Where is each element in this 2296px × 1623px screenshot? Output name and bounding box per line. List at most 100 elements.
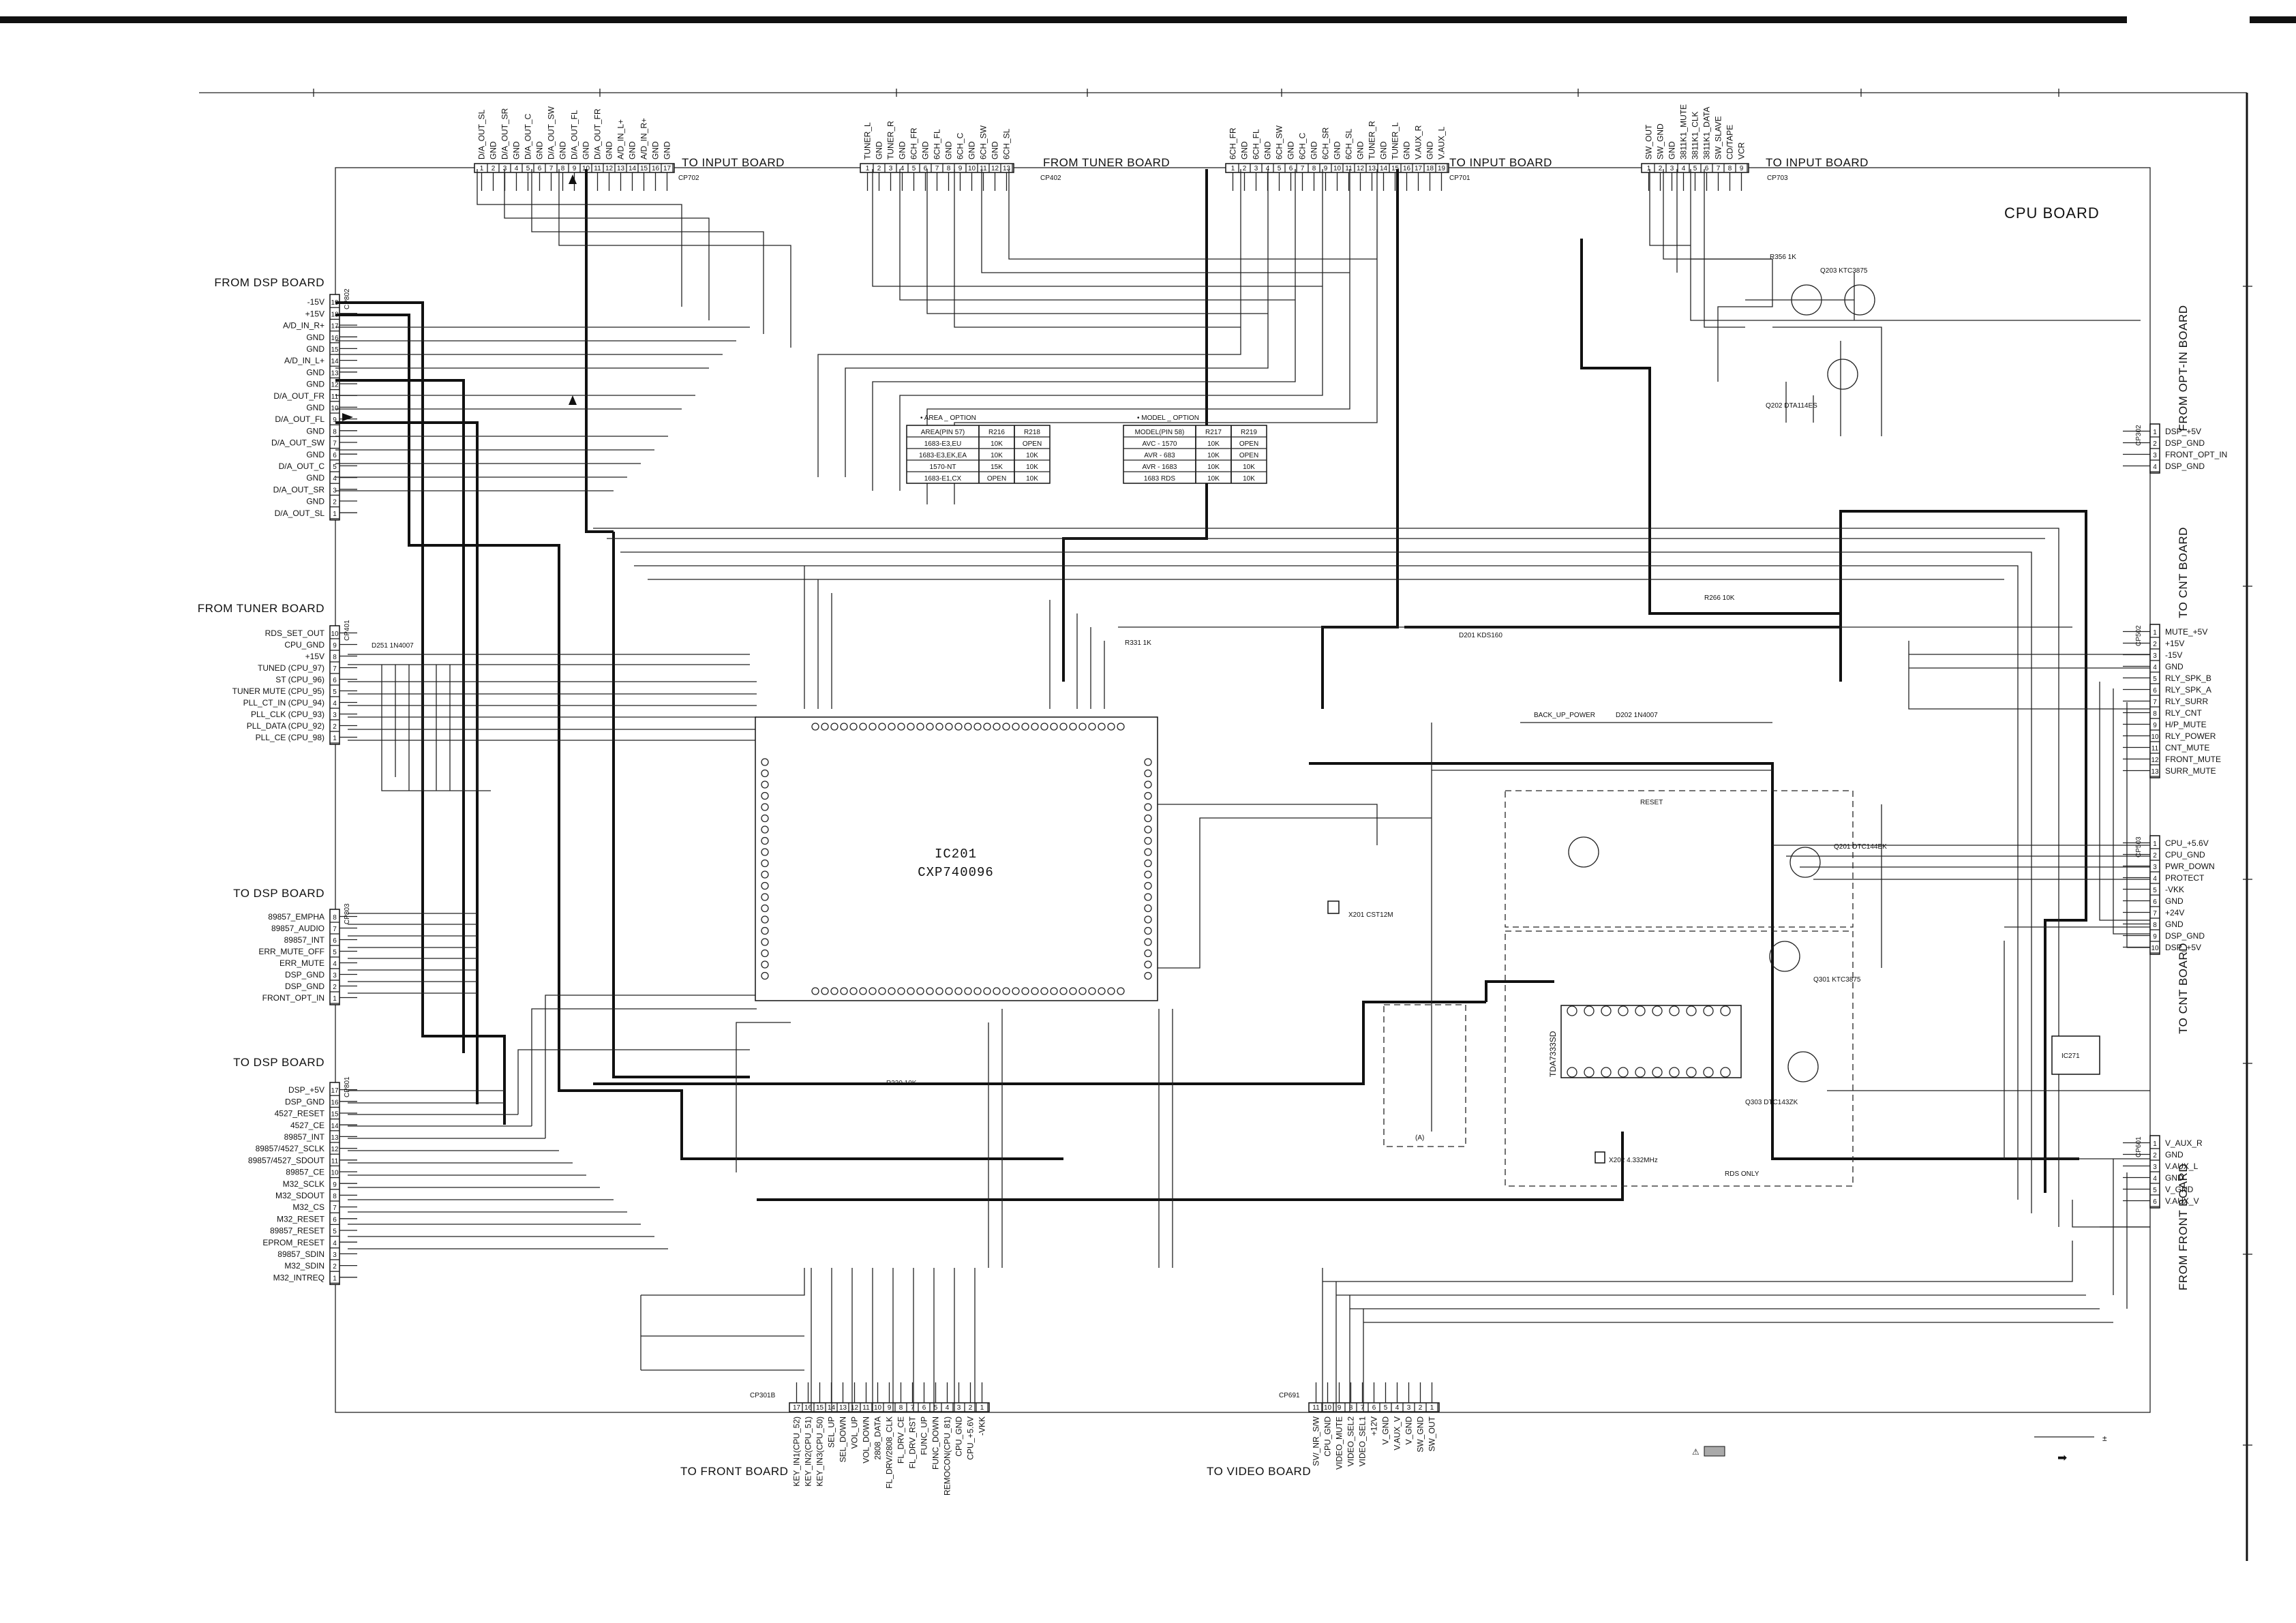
ic201-pin: [945, 987, 953, 995]
cp801-pin-label: 4527_CE: [290, 1121, 324, 1130]
ic271-label: IC271: [2061, 1052, 2080, 1060]
ic201-pin: [1144, 893, 1152, 901]
label-q201: Q201 DTC144EK: [1834, 843, 1887, 851]
cp503-pin-label: PROTECT: [2165, 873, 2205, 883]
label-d251: D251 1N4007: [372, 642, 414, 650]
cp702-pin-label: GND: [605, 141, 614, 160]
cp503-pin-num: 1: [2153, 840, 2157, 848]
cp801-pin-num: 9: [333, 1181, 337, 1189]
cp802-pin-label: D/A_OUT_SR: [273, 485, 325, 494]
cp802-pin-num: 5: [333, 464, 337, 471]
cp401-pin-num: 7: [333, 665, 337, 673]
cp801-pin-label: 89857/4527_SCLK: [256, 1144, 324, 1153]
cp801-pin-num: 5: [333, 1228, 337, 1236]
cp702-pin-num: 6: [538, 165, 542, 172]
ic201-pin: [1117, 723, 1125, 731]
cp301b-pin-num: 16: [804, 1404, 813, 1412]
signal-arrows: [342, 175, 577, 421]
cp701-connector: 16CH_FR2GND36CH_FL4GND56CH_SW6GND76CH_C8…: [1225, 121, 1552, 191]
cp701-pin-num: 19: [1438, 165, 1446, 172]
cp701-pin-num: 3: [1254, 165, 1258, 172]
area_option-cell: 15K: [991, 464, 1003, 471]
cp801-pin-num: 13: [331, 1134, 339, 1142]
ic201-pin: [821, 723, 829, 731]
cp802-pin-label: GND: [306, 403, 324, 412]
cp702-pin-num: 15: [640, 165, 648, 172]
cp802-pin-label: D/A_OUT_C: [279, 461, 325, 471]
cp802-pin-label: GND: [306, 426, 324, 436]
cp702-ref: CP702: [678, 175, 699, 182]
rds-only-block: [1505, 930, 1854, 1187]
area_option-cell: OPEN: [987, 475, 1006, 483]
cp301b-pin-label: VOL_UP: [850, 1416, 860, 1448]
cp503-pin-label: -VKK: [2165, 885, 2184, 894]
cp301b-pin-num: 6: [922, 1404, 926, 1412]
cp702-pin-label: D/A_OUT_C: [524, 113, 533, 160]
cp502-pin-label: RLY_CNT: [2165, 708, 2202, 718]
cp703-pin-label: GND: [1667, 141, 1677, 160]
cp402-pin-label: 6CH_FR: [909, 127, 919, 160]
cp691-pin-label: VIDEO_SEL1: [1358, 1416, 1368, 1467]
cp702-pin-num: 7: [549, 165, 554, 172]
cp801-pin-label: M32_CS: [292, 1202, 324, 1212]
cp801-pin-num: 14: [331, 1123, 339, 1130]
cp801-pin-label: M32_SDOUT: [275, 1191, 325, 1200]
cp601-pin-num: 2: [2153, 1152, 2157, 1159]
cp402-pin-num: 1: [866, 165, 870, 172]
cp301b-title: TO FRONT BOARD: [680, 1465, 788, 1478]
cp802-pin-num: 2: [333, 499, 337, 506]
ic201-pin: [761, 926, 769, 935]
cp701-pin-label: 6CH_SW: [1275, 125, 1284, 160]
cp503-pin-label: CPU_+5.6V: [2165, 838, 2209, 848]
cp301b-pin-num: 17: [793, 1404, 801, 1412]
cp701-pin-label: 6CH_FL: [1252, 129, 1261, 160]
ic201-part: CXP740096: [918, 865, 994, 880]
cp503-pin-num: 7: [2153, 910, 2157, 917]
cp401-pin-num: 5: [333, 688, 337, 696]
cp802-pin-num: 13: [331, 369, 339, 377]
cp402-pin-label: TUNER_L: [863, 122, 873, 160]
ic201-body: [755, 716, 1158, 1001]
ic201-pin: [761, 971, 769, 980]
cp702-pin-label: GND: [628, 141, 637, 160]
cp803-pin-num: 3: [333, 972, 337, 980]
legend-arrow: ➡: [2057, 1451, 2068, 1464]
ic201-pin: [1117, 987, 1125, 995]
ic201-ref: IC201: [935, 847, 977, 862]
cp803-pin-num: 4: [333, 960, 337, 968]
cp703-pin-label: CD/TAPE: [1725, 125, 1735, 160]
cp301b-pin-label: REMOCON(CPU_81): [943, 1416, 952, 1496]
cp502-pin-label: RLY_SPK_A: [2165, 685, 2211, 695]
cp691-title: TO VIDEO BOARD: [1207, 1465, 1311, 1478]
ic201-pin: [1078, 723, 1087, 731]
ic201-pin: [1144, 825, 1152, 834]
cp402-pin-num: 10: [968, 165, 976, 172]
cp402-connector: 1TUNER_L2GND3TUNER_R4GND56CH_FR6GND76CH_…: [860, 121, 1170, 191]
cp503-pin-label: +24V: [2165, 908, 2184, 917]
model_option-cell: 10K: [1207, 464, 1220, 471]
ic201-pin: [859, 987, 867, 995]
rds-only-title: RDS ONLY: [1725, 1170, 1759, 1178]
label-r330: R330 10K: [886, 1080, 917, 1087]
cp401-pin-label: PLL_CE (CPU_98): [256, 733, 324, 742]
cp802-pin-num: 12: [331, 382, 339, 389]
cp701-pin-label: TUNER_R: [1368, 121, 1377, 160]
cp402-pin-label: GND: [991, 141, 1000, 160]
ic202-pin: [1635, 1005, 1646, 1016]
ic201-pin: [926, 987, 934, 995]
cp802-pin-label: GND: [306, 380, 324, 389]
cp702-pin-num: 12: [605, 165, 614, 172]
cp402-pin-label: GND: [944, 141, 954, 160]
top-border-bar: [0, 16, 2127, 23]
cp402-pin-label: 6CH_SL: [1002, 128, 1012, 160]
cp301b-pin-num: 15: [816, 1404, 824, 1412]
cp401-ref: CP401: [344, 620, 351, 641]
cp301b-pin-num: 13: [839, 1404, 847, 1412]
cp503-pin-label: DSP_GND: [2165, 931, 2205, 941]
ic201-pin: [964, 987, 972, 995]
cp503-pin-num: 10: [2151, 945, 2159, 952]
ic201-pin: [761, 904, 769, 913]
cp301b-pin-num: 7: [911, 1404, 915, 1412]
cp691-pin-num: 4: [1395, 1404, 1400, 1412]
ic201-pin: [1107, 723, 1115, 731]
